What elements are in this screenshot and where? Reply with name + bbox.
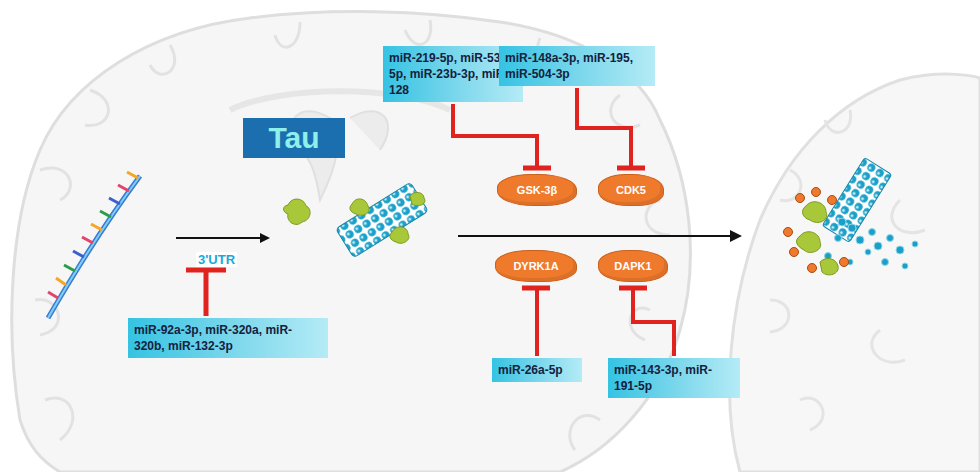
kinase-shape: DYRK1A xyxy=(495,250,577,282)
tau-box: Tau xyxy=(243,118,345,158)
mirna-box: miR-148a-3p, miR-195, miR-504-3p xyxy=(499,46,655,86)
inhibition-connector xyxy=(522,288,550,356)
kinase-shape: GSK-3β xyxy=(497,174,577,206)
node-text: miR-143-3p, miR-191-5p xyxy=(614,362,734,394)
translation-arrow xyxy=(176,233,270,243)
tau-bound xyxy=(350,192,425,243)
inhibition-connector xyxy=(453,104,551,168)
node-text: miR-219-5p, miR-539-5p, miR-23b-3p, miR-… xyxy=(389,50,517,98)
node-text: miR-92a-3p, miR-320a, miR-320b, miR-132-… xyxy=(134,322,322,354)
mirna-box: miR-143-3p, miR-191-5p xyxy=(608,358,740,398)
inhibition-head xyxy=(523,166,551,171)
mirna-box: miR-26a-5p xyxy=(492,358,582,382)
phosphate-groups xyxy=(784,188,849,273)
node-text: DAPK1 xyxy=(609,260,657,272)
kinase-shape: DAPK1 xyxy=(598,250,668,282)
node-text: GSK-3β xyxy=(508,184,566,196)
gyri-right xyxy=(770,110,925,430)
inhibition-head xyxy=(619,286,647,291)
node-text: Tau xyxy=(257,121,331,155)
tau-protein xyxy=(284,199,311,224)
kinase-shape: CDK5 xyxy=(598,174,664,206)
brain-outline-right xyxy=(730,74,980,472)
inhibition-connector xyxy=(577,88,645,168)
tubulin-dimers xyxy=(825,218,919,269)
mirna-box: miR-92a-3p, miR-320a, miR-320b, miR-132-… xyxy=(128,318,328,358)
microtubule xyxy=(336,182,429,257)
inhibition-head xyxy=(522,286,550,291)
node-text: miR-26a-5p xyxy=(498,362,576,378)
inhibition-connector xyxy=(619,288,674,356)
disassembled-microtubule xyxy=(822,158,892,243)
phosphorylation-arrow xyxy=(458,230,742,242)
utr-label: 3'UTR xyxy=(196,252,237,267)
node-text: miR-148a-3p, miR-195, miR-504-3p xyxy=(505,50,649,82)
hyperphosphorylated-tau xyxy=(797,202,839,275)
inhibition-head xyxy=(617,166,645,171)
inhibition-bar xyxy=(186,270,226,316)
node-text: DYRK1A xyxy=(506,260,566,272)
node-text: CDK5 xyxy=(609,184,653,196)
mrna-strand xyxy=(48,172,140,318)
brain-outline xyxy=(12,12,691,472)
